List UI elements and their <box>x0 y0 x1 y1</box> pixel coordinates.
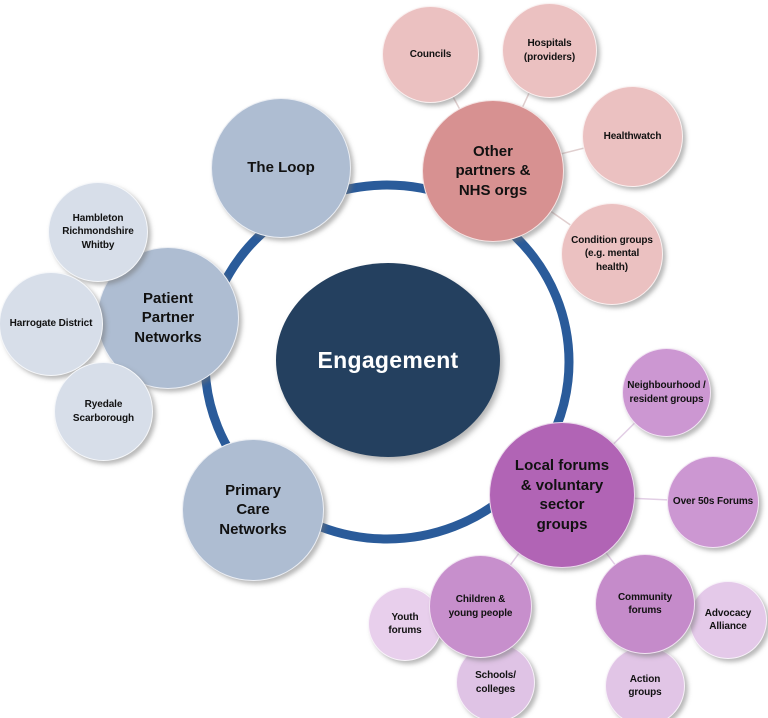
node-advocacy-alliance: Advocacy Alliance <box>689 581 767 659</box>
node-healthwatch-label: Healthwatch <box>603 130 662 142</box>
node-the-loop-label: The Loop <box>247 159 315 177</box>
node-healthwatch: Healthwatch <box>582 86 683 187</box>
node-community-forums: Community forums <box>595 554 695 654</box>
node-youth-forums-label: Youth forums <box>388 611 422 637</box>
node-primary-care-networks-label: Primary Care Networks <box>219 481 287 538</box>
node-youth-forums: Youth forums <box>368 587 442 661</box>
node-schools-colleges-label: Schools/ colleges <box>475 670 516 695</box>
node-local-forums-voluntary-sector-label: Local forums & voluntary sector groups <box>514 457 610 533</box>
node-hospitals-providers: Hospitals (providers) <box>502 3 597 98</box>
node-engagement: Engagement <box>276 263 500 457</box>
node-over-50s-label: Over 50s Forums <box>672 496 754 508</box>
node-engagement-label: Engagement <box>317 346 459 373</box>
node-hambleton-richmondshire-whitby: Hambleton Richmondshire Whitby <box>48 182 148 282</box>
node-condition-groups-label: Condition groups (e.g. mental health) <box>571 234 653 273</box>
node-harrogate-label: Harrogate District <box>9 318 93 330</box>
node-primary-care-networks: Primary Care Networks <box>182 439 324 581</box>
node-councils: Councils <box>382 6 479 103</box>
node-neighbourhood-resident-groups: Neighbourhood / resident groups <box>622 348 711 437</box>
node-condition-groups: Condition groups (e.g. mental health) <box>561 203 663 305</box>
node-advocacy-alliance-label: Advocacy Alliance <box>704 607 752 633</box>
node-neighbourhood-label: Neighbourhood / resident groups <box>627 380 706 405</box>
node-the-loop: The Loop <box>211 98 351 238</box>
node-ryedale-scarborough: Ryedale Scarborough <box>54 362 153 461</box>
node-action-groups-label: Action groups <box>628 673 662 699</box>
node-hospitals-label: Hospitals (providers) <box>523 38 576 63</box>
node-councils-label: Councils <box>409 48 452 60</box>
node-harrogate-district: Harrogate District <box>0 272 103 376</box>
node-other-partners-nhs-orgs: Other partners & NHS orgs <box>422 100 564 242</box>
node-local-forums-voluntary-sector: Local forums & voluntary sector groups <box>489 422 635 568</box>
node-children-young-people: Children & young people <box>429 555 532 658</box>
node-children-young-people-label: Children & young people <box>448 594 513 619</box>
node-over-50s-forums: Over 50s Forums <box>667 456 759 548</box>
node-community-forums-label: Community forums <box>617 591 673 617</box>
node-action-groups: Action groups <box>605 646 685 718</box>
node-hambleton-label: Hambleton Richmondshire Whitby <box>62 212 134 251</box>
node-patient-partner-networks-label: Patient Partner Networks <box>134 289 202 346</box>
node-other-partners-nhs-orgs-label: Other partners & NHS orgs <box>455 142 531 199</box>
node-ryedale-label: Ryedale Scarborough <box>72 399 135 424</box>
